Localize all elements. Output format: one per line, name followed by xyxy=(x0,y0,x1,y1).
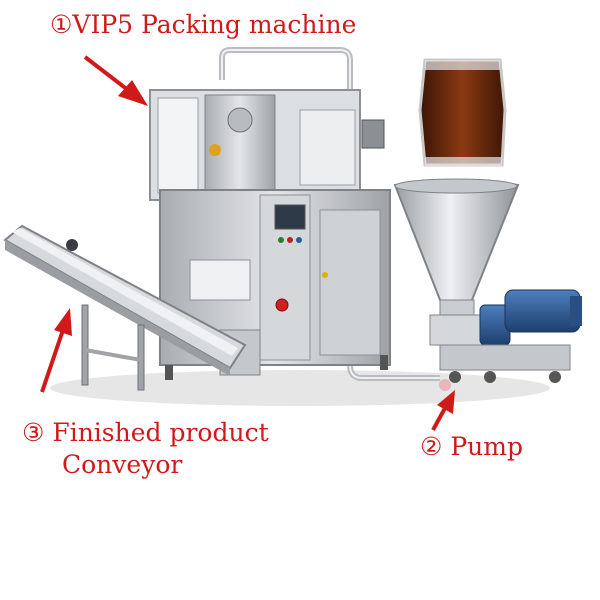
label-pump: ② Pump xyxy=(420,432,523,461)
arrow-conveyor xyxy=(40,308,72,393)
label-finished-product: ③ Finished product xyxy=(22,418,269,447)
motor xyxy=(504,289,581,333)
arrow-pump xyxy=(431,390,455,431)
floor-shadow xyxy=(50,370,550,406)
sauce-bag xyxy=(418,58,507,167)
finished-product-conveyor xyxy=(3,224,247,391)
arrow-packing-machine xyxy=(83,55,148,106)
hopper xyxy=(393,179,520,306)
label-packing-machine: ①VIP5 Packing machine xyxy=(50,10,357,39)
control-screen xyxy=(274,204,306,230)
label-conveyor: Conveyor xyxy=(62,450,183,479)
packing-machine xyxy=(149,47,440,381)
hopper-pump-unit xyxy=(393,178,582,391)
emergency-stop xyxy=(275,298,289,312)
